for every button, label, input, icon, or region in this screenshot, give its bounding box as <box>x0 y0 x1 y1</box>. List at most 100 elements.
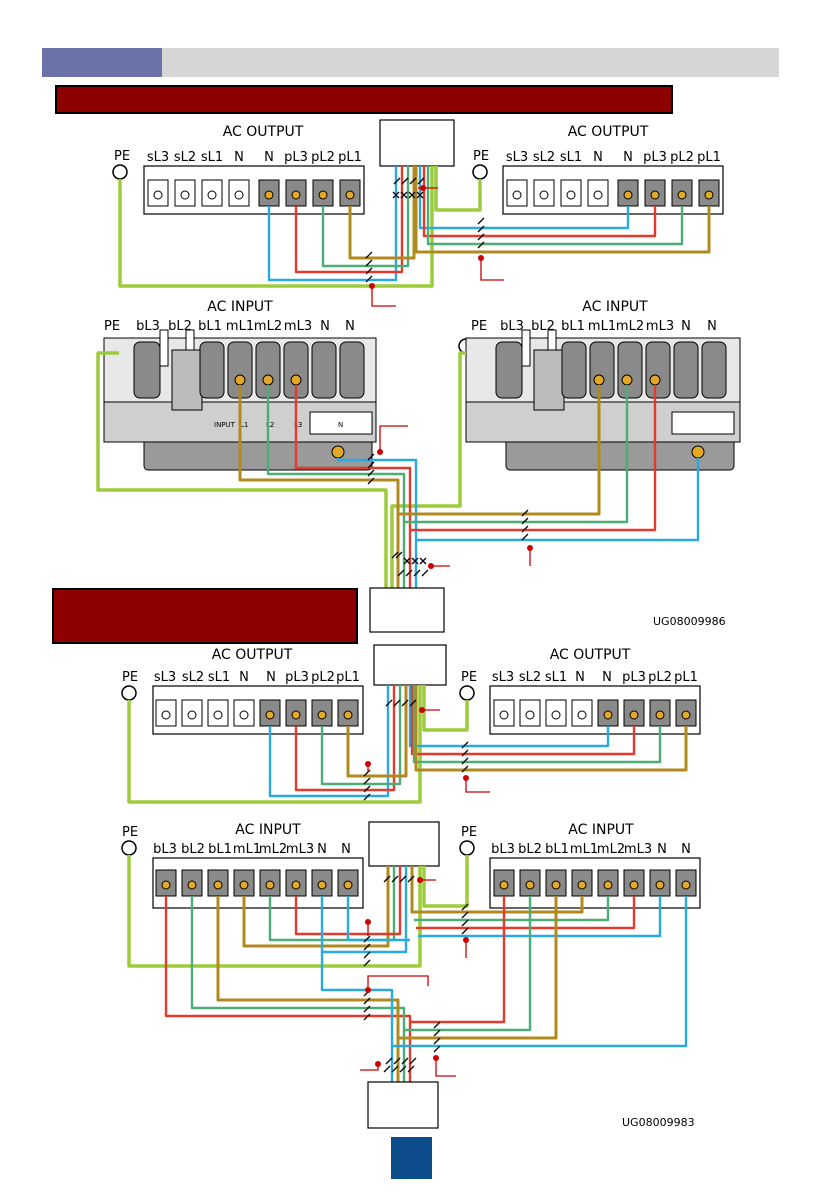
d1-ir-t6: N <box>681 319 691 334</box>
d1-il-t6: N <box>320 319 330 334</box>
d1-output-right-title: AC OUTPUT <box>568 124 649 140</box>
d1-ir-t2: bL1 <box>561 319 585 334</box>
d1-ir-t5: mL3 <box>646 319 674 334</box>
d2-or-t2: sL1 <box>545 670 567 685</box>
pe-terminal-icon <box>121 840 137 856</box>
d1-input-right-pe-label: PE <box>471 319 487 334</box>
d1-figure-id: UG08009986 <box>653 615 726 628</box>
d2-input-left: AC INPUT PE bL3 bL2 bL1 mL1 mL2 mL3 N N <box>121 822 364 909</box>
d1-or-t4: N <box>623 150 633 165</box>
d1-output-left: AC OUTPUT PE sL3 sL2 sL1 N N pL3 pL2 pL1 <box>112 124 365 215</box>
header-bar <box>162 48 779 77</box>
d2-distribution-box-top <box>373 644 447 686</box>
d2-output-wiring <box>127 685 688 804</box>
d2-output-left-title: AC OUTPUT <box>212 647 293 663</box>
page-number-box <box>391 1137 432 1179</box>
d1-output-wiring <box>118 166 711 307</box>
d2-il-t1: bL2 <box>181 842 205 857</box>
pe-terminal-icon <box>459 840 475 856</box>
d2-or-t3: N <box>575 670 585 685</box>
pe-terminal-icon <box>459 685 475 701</box>
d2-ol-t4: N <box>266 670 276 685</box>
d1-il-t7: N <box>345 319 355 334</box>
d2-ir-t7: N <box>681 842 691 857</box>
d1-breaker-n-label: N <box>338 421 343 429</box>
d2-output-left-pe-label: PE <box>122 670 138 685</box>
d1-or-t2: sL1 <box>560 150 582 165</box>
d1-ir-t3: mL1 <box>588 319 616 334</box>
d1-ol-t1: sL2 <box>174 150 196 165</box>
d2-il-t4: mL2 <box>259 842 287 857</box>
d1-ir-t7: N <box>707 319 717 334</box>
d2-input-right-pe-label: PE <box>461 825 477 840</box>
d2-input-right-title: AC INPUT <box>568 822 634 838</box>
d1-il-t4: mL2 <box>254 319 282 334</box>
d2-or-t0: sL3 <box>492 670 514 685</box>
d1-ol-t5: pL3 <box>284 150 308 165</box>
d1-breaker-l2-label: L2 <box>266 421 274 429</box>
d2-il-t7: N <box>341 842 351 857</box>
d1-ol-t3: N <box>234 150 244 165</box>
d1-distribution-box-top <box>379 119 455 167</box>
d2-ir-t2: bL1 <box>545 842 569 857</box>
pe-terminal-icon <box>112 164 128 180</box>
d1-ol-t0: sL3 <box>147 150 169 165</box>
d2-output-right: AC OUTPUT PE sL3 sL2 sL1 N N pL3 pL2 pL1 <box>459 647 701 735</box>
d2-or-t4: N <box>602 670 612 685</box>
d1-ol-t7: pL1 <box>338 150 362 165</box>
d1-output-right: AC OUTPUT PE sL3 sL2 sL1 N N pL3 pL2 pL1 <box>472 124 724 215</box>
d1-input-right: AC INPUT PE bL3 bL2 bL1 mL1 mL2 mL3 N N <box>458 299 741 471</box>
d2-il-t3: mL1 <box>233 842 261 857</box>
d1-output-right-pe-label: PE <box>473 149 489 164</box>
header-accent-tab <box>42 48 162 77</box>
d2-ol-t7: pL1 <box>336 670 360 685</box>
d2-input-right: AC INPUT PE bL3 bL2 bL1 mL1 mL2 mL3 N N <box>459 822 701 909</box>
d1-breaker-l1-label: L1 <box>240 421 248 429</box>
d2-ol-t2: sL1 <box>208 670 230 685</box>
d1-input-right-title: AC INPUT <box>582 299 648 315</box>
section-banner-1 <box>55 85 673 114</box>
d1-breaker-input-label: INPUT <box>214 421 236 429</box>
d1-ol-t2: sL1 <box>201 150 223 165</box>
d2-ir-t5: mL3 <box>624 842 652 857</box>
d1-ol-t6: pL2 <box>311 150 335 165</box>
d2-distribution-box-mid <box>368 821 440 867</box>
d1-input-wiring <box>96 351 700 588</box>
d1-or-t1: sL2 <box>533 150 555 165</box>
d1-ol-t4: N <box>264 150 274 165</box>
d1-distribution-box-bottom <box>369 587 445 633</box>
d2-il-t5: mL3 <box>286 842 314 857</box>
d1-input-left-title: AC INPUT <box>207 299 273 315</box>
d2-or-t6: pL2 <box>648 670 672 685</box>
d1-input-left: AC INPUT PE bL3 bL2 bL1 mL1 mL2 mL3 N N … <box>103 299 377 471</box>
d1-il-t3: mL1 <box>226 319 254 334</box>
d1-or-t7: pL1 <box>697 150 721 165</box>
pe-terminal-icon <box>121 685 137 701</box>
d2-ol-t6: pL2 <box>311 670 335 685</box>
d2-distribution-box-bottom <box>367 1081 439 1129</box>
section-banner-2 <box>52 588 358 644</box>
d1-input-left-pe-label: PE <box>104 319 120 334</box>
d1-output-left-title: AC OUTPUT <box>223 124 304 140</box>
d2-ir-t0: bL3 <box>491 842 515 857</box>
d2-or-t1: sL2 <box>519 670 541 685</box>
d2-input-left-pe-label: PE <box>122 825 138 840</box>
d2-or-t5: pL3 <box>622 670 646 685</box>
d2-output-right-pe-label: PE <box>461 670 477 685</box>
d2-ir-t1: bL2 <box>518 842 542 857</box>
d2-il-t2: bL1 <box>208 842 232 857</box>
d2-figure-id: UG08009983 <box>622 1116 695 1129</box>
d1-breaker-l3-label: L3 <box>294 421 302 429</box>
pe-terminal-icon <box>472 164 488 180</box>
d1-or-t6: pL2 <box>670 150 694 165</box>
d2-ir-t3: mL1 <box>570 842 598 857</box>
d1-ir-t0: bL3 <box>500 319 524 334</box>
d2-ir-t6: N <box>657 842 667 857</box>
d2-ol-t5: pL3 <box>285 670 309 685</box>
d2-il-t6: N <box>317 842 327 857</box>
d1-ir-t4: mL2 <box>616 319 644 334</box>
d2-ir-t4: mL2 <box>597 842 625 857</box>
d2-input-wiring <box>127 855 688 1082</box>
d2-input-left-title: AC INPUT <box>235 822 301 838</box>
